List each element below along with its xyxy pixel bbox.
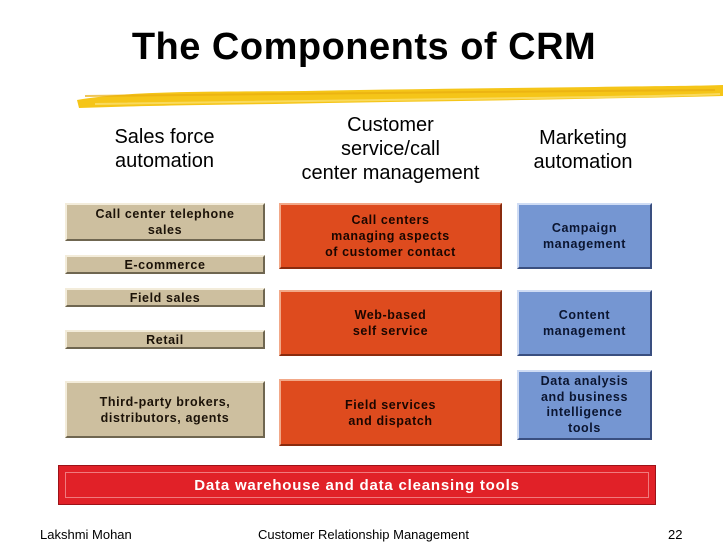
data-warehouse-label: Data warehouse and data cleansing tools: [65, 472, 649, 498]
column-heading-service: Customer service/call center management: [301, 114, 480, 184]
footer-course: Customer Relationship Management: [258, 527, 469, 542]
footer-page-number: 22: [668, 527, 683, 542]
footer-author: Lakshmi Mohan: [40, 527, 132, 542]
service-item-field-services: Field services and dispatch: [279, 379, 502, 446]
column-heading-sales: Sales force automation: [114, 126, 215, 172]
sales-item-retail: Retail: [65, 330, 265, 349]
data-warehouse-bar: Data warehouse and data cleansing tools: [58, 465, 656, 505]
service-item-call-centers: Call centers managing aspects of custome…: [279, 203, 502, 269]
sales-item-field-sales: Field sales: [65, 288, 265, 307]
column-heading-marketing: Marketing automation: [533, 127, 633, 173]
service-item-web-based: Web-based self service: [279, 290, 502, 356]
marketing-item-content: Content management: [517, 290, 652, 356]
yellow-brush-stroke: [77, 85, 723, 108]
slide-title: The Components of CRM: [131, 26, 597, 68]
sales-item-call-center-telephone-sales: Call center telephone sales: [65, 203, 265, 241]
marketing-item-campaign: Campaign management: [517, 203, 652, 269]
sales-item-e-commerce: E-commerce: [65, 255, 265, 274]
sales-item-third-party: Third-party brokers, distributors, agent…: [65, 381, 265, 438]
marketing-item-data-analysis: Data analysis and business intelligence …: [517, 370, 652, 440]
